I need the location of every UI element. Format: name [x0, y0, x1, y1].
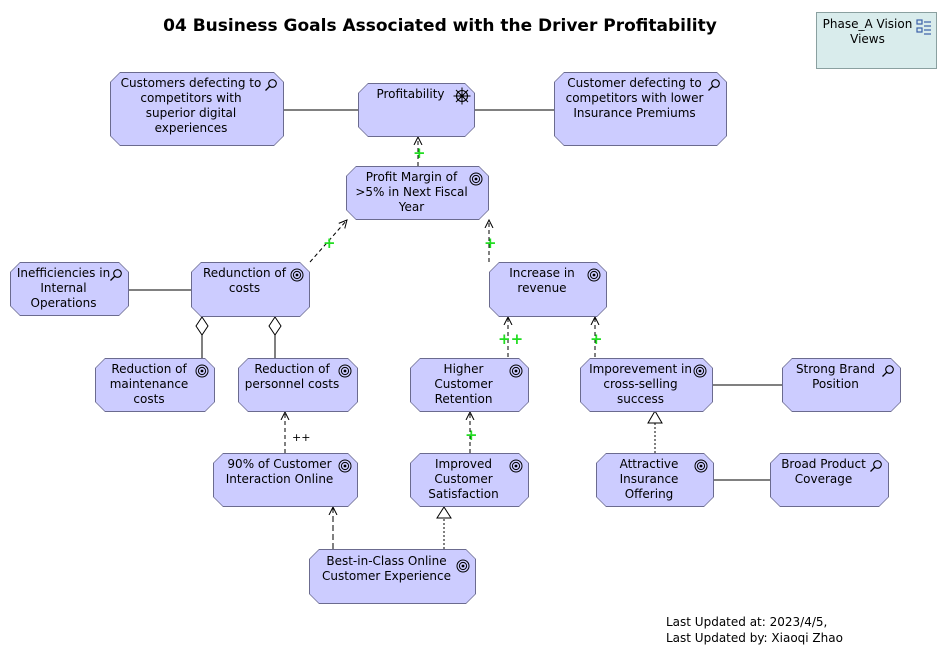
assessment-broad-coverage[interactable]: Broad Product Coverage — [770, 453, 889, 507]
goal-profit-margin[interactable]: Profit Margin of >5% in Next Fiscal Year — [346, 166, 489, 220]
last-updated-by: Last Updated by: Xiaoqi Zhao — [666, 631, 843, 645]
goal-higher-retention[interactable]: Higher Customer Retention — [410, 358, 529, 412]
assessment-icon — [264, 78, 278, 92]
node-label: Increase in revenue — [509, 266, 575, 295]
influence-label-crossselling-revenue: + — [590, 330, 603, 348]
assessment-customer-defecting-premiums[interactable]: Customer defecting to competitors with l… — [554, 72, 727, 146]
node-label: Attractive Insurance Offering — [619, 457, 679, 501]
assessment-customers-defecting-digital[interactable]: Customers defecting to competitors with … — [110, 72, 284, 146]
diagram-title: 04 Business Goals Associated with the Dr… — [163, 16, 717, 36]
goal-icon — [290, 268, 304, 282]
assessment-icon — [707, 78, 721, 92]
goal-icon — [338, 459, 352, 473]
influence-label-interaction-personnel: ++ — [292, 431, 311, 444]
node-label: Profit Margin of >5% in Next Fiscal Year — [355, 170, 468, 214]
goal-icon — [509, 364, 523, 378]
goal-icon — [338, 364, 352, 378]
node-label: Best-in-Class Online Customer Experience — [321, 554, 452, 583]
goal-icon — [456, 559, 470, 573]
goal-reduction-costs[interactable]: Redunction of costs — [191, 262, 310, 317]
goal-increase-revenue[interactable]: Increase in revenue — [489, 262, 607, 317]
node-label: Reduction of personnel costs — [244, 362, 340, 391]
goal-icon — [694, 459, 708, 473]
realization-triangle-crossselling — [647, 410, 663, 424]
goal-reduction-maintenance[interactable]: Reduction of maintenance costs — [95, 358, 215, 412]
node-label: Higher Customer Retention — [434, 362, 493, 406]
influence-label-revenue-margin: + — [484, 234, 497, 252]
influence-label-retention-revenue: ++ — [498, 330, 524, 348]
node-label: 90% of Customer Interaction Online — [225, 457, 334, 486]
node-label: Customer defecting to competitors with l… — [565, 76, 704, 120]
view-reference-label: Phase_A Vision Views — [822, 17, 913, 46]
goal-attractive-offering[interactable]: Attractive Insurance Offering — [596, 453, 714, 507]
goal-icon — [469, 172, 483, 186]
node-label: Reduction of maintenance costs — [109, 362, 189, 406]
node-label: Improved Customer Satisfaction — [428, 457, 499, 501]
influence-costs-margin[interactable] — [309, 220, 347, 263]
goal-best-in-class[interactable]: Best-in-Class Online Customer Experience — [309, 549, 476, 604]
driver-icon — [453, 87, 471, 105]
goal-cross-selling[interactable]: Imporevement in cross-selling success — [580, 358, 713, 412]
node-label: Inefficiencies in Internal Operations — [16, 266, 111, 310]
goal-icon — [195, 364, 209, 378]
node-label: Strong Brand Position — [795, 362, 876, 391]
node-label: Profitability — [376, 87, 445, 101]
node-label: Broad Product Coverage — [781, 457, 866, 486]
node-label: Imporevement in cross-selling success — [589, 362, 692, 406]
influence-label-satisfaction-retention: + — [465, 426, 478, 444]
influence-label-costs-margin: + — [323, 234, 336, 252]
node-label: Redunction of costs — [203, 266, 286, 295]
goal-reduction-personnel[interactable]: Reduction of personnel costs — [238, 358, 358, 412]
aggregation-diamond-personnel — [268, 316, 282, 336]
last-updated-at: Last Updated at: 2023/4/5, — [666, 615, 828, 629]
node-label: Customers defecting to competitors with … — [120, 76, 262, 135]
goal-icon — [509, 459, 523, 473]
view-list-icon — [916, 19, 931, 35]
realization-triangle-satisfaction — [436, 506, 452, 519]
assessment-inefficiencies[interactable]: Inefficiencies in Internal Operations — [10, 262, 129, 316]
influence-label-margin-profitability: + — [413, 144, 426, 162]
driver-profitability[interactable]: Profitability — [358, 83, 475, 137]
footer: Last Updated at: 2023/4/5, Last Updated … — [666, 614, 843, 646]
aggregation-diamond-maintenance — [195, 316, 209, 336]
goal-improved-satisfaction[interactable]: Improved Customer Satisfaction — [410, 453, 529, 507]
assessment-icon — [869, 459, 883, 473]
goal-icon — [587, 268, 601, 282]
view-reference[interactable]: Phase_A Vision Views — [816, 12, 937, 69]
assessment-icon — [109, 268, 123, 282]
assessment-icon — [881, 364, 895, 378]
assessment-strong-brand[interactable]: Strong Brand Position — [782, 358, 901, 412]
goal-customer-interaction[interactable]: 90% of Customer Interaction Online — [213, 453, 358, 507]
goal-icon — [693, 364, 707, 378]
